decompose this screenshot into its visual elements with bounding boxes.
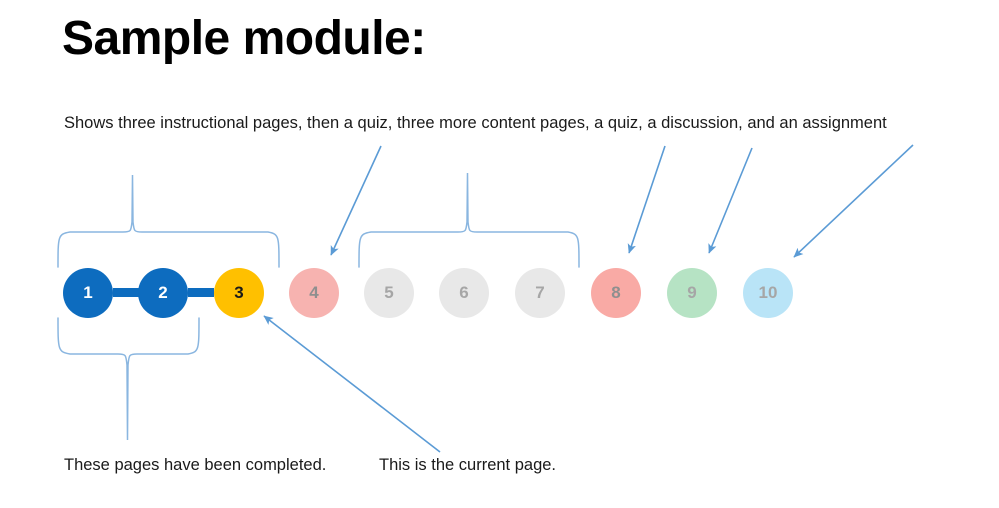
step-label-6: 6 — [459, 283, 469, 302]
page-title: Sample module: — [62, 12, 426, 65]
step-label-8: 8 — [611, 283, 621, 302]
current-page-caption: This is the current page. — [379, 456, 557, 474]
step-circle-7[interactable]: 7 — [515, 268, 565, 318]
step-circle-5[interactable]: 5 — [364, 268, 414, 318]
completed-pages-caption: These pages have been completed. — [64, 456, 327, 474]
module-description-caption: Shows three instructional pages, then a … — [64, 114, 887, 132]
step-label-10: 10 — [758, 283, 778, 302]
step-circle-8[interactable]: 8 — [591, 268, 641, 318]
step-circle-3[interactable]: 3 — [214, 268, 264, 318]
step-circle-10[interactable]: 10 — [743, 268, 793, 318]
step-connector-1-2 — [113, 288, 139, 297]
step-label-5: 5 — [384, 283, 394, 302]
step-circle-6[interactable]: 6 — [439, 268, 489, 318]
step-circle-4[interactable]: 4 — [289, 268, 339, 318]
step-circle-1[interactable]: 1 — [63, 268, 113, 318]
step-label-1: 1 — [83, 283, 93, 302]
step-label-2: 2 — [158, 283, 168, 302]
step-label-3: 3 — [234, 283, 244, 302]
step-circle-2[interactable]: 2 — [138, 268, 188, 318]
step-circle-9[interactable]: 9 — [667, 268, 717, 318]
step-label-7: 7 — [535, 283, 545, 302]
step-connector-2-3 — [188, 288, 214, 297]
step-label-4: 4 — [309, 283, 319, 302]
step-label-9: 9 — [687, 283, 697, 302]
